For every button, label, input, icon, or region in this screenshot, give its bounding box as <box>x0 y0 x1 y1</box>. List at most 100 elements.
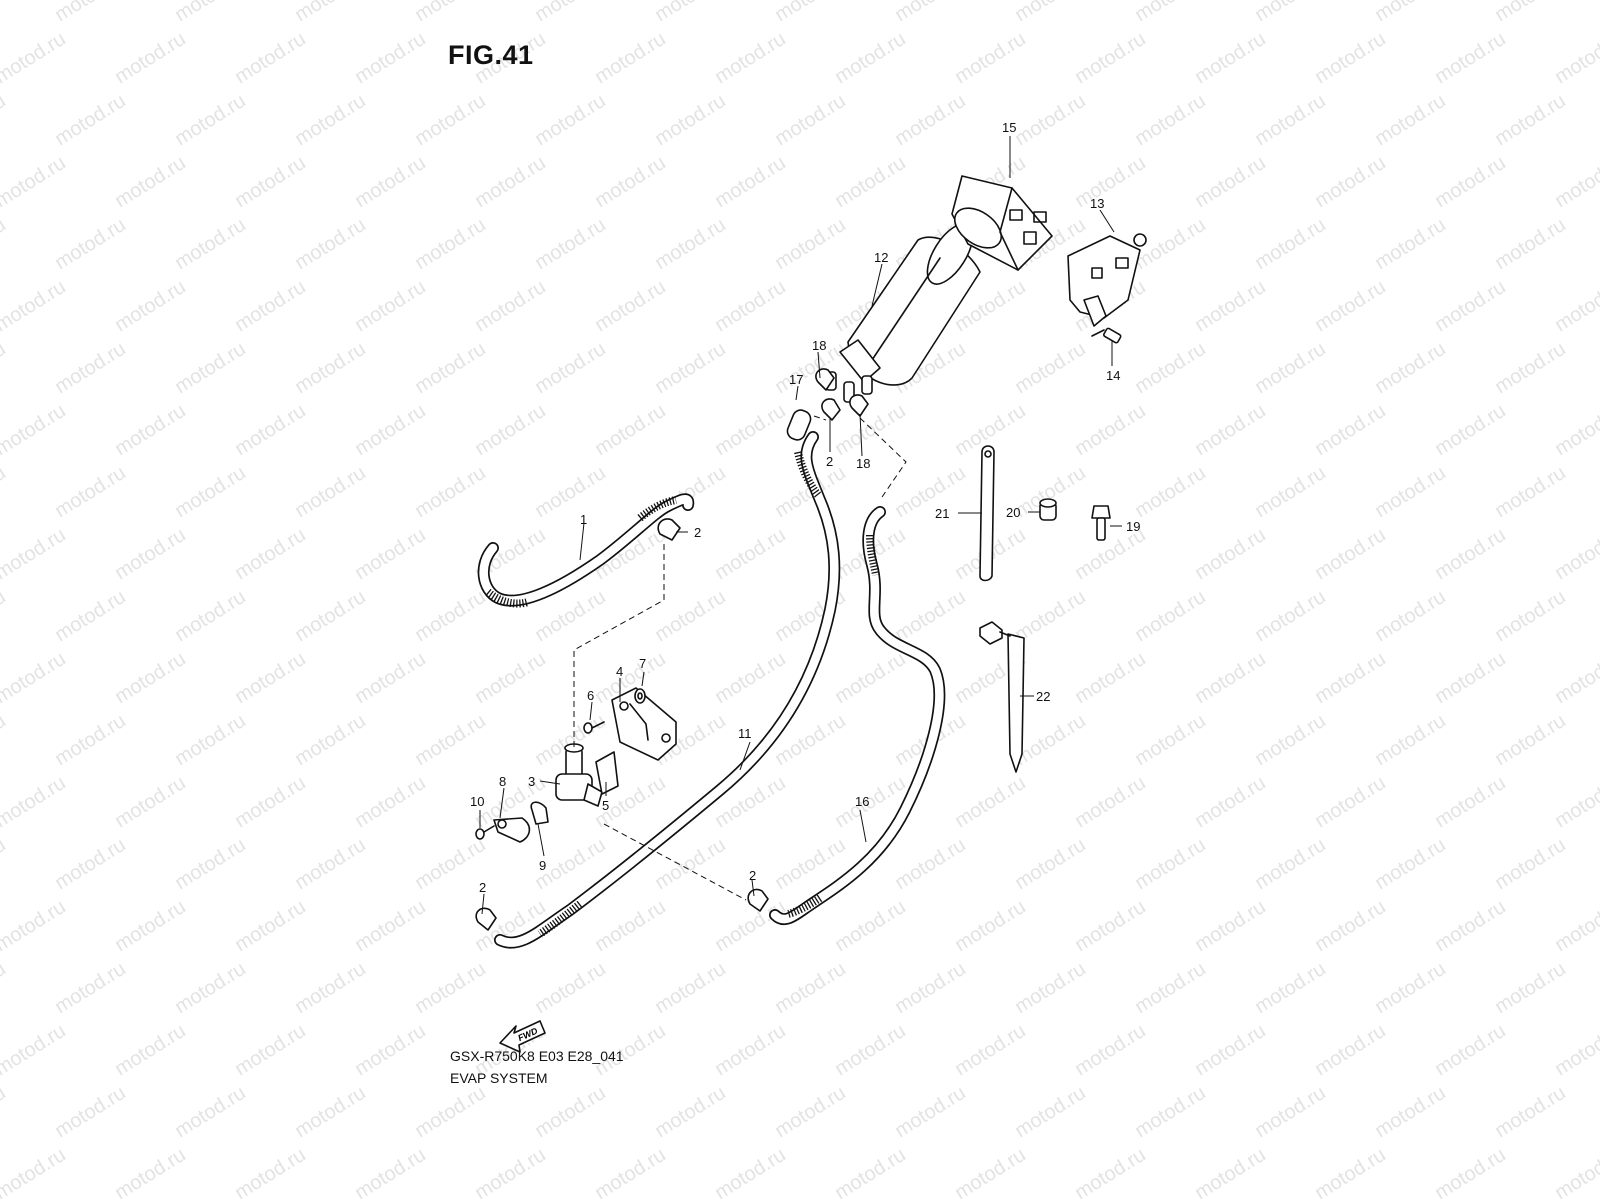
watermark-text: motod.ru <box>1131 834 1210 894</box>
watermark-text: motod.ru <box>1431 648 1510 708</box>
watermark-text: motod.ru <box>351 400 430 460</box>
watermark-text: motod.ru <box>1551 772 1600 832</box>
watermark-text: motod.ru <box>1011 338 1090 398</box>
watermark-text: motod.ru <box>1311 28 1390 88</box>
watermark-text: motod.ru <box>1311 1020 1390 1080</box>
clamp-part-2-lower-middle[interactable] <box>747 888 769 912</box>
watermark-text: motod.ru <box>471 648 550 708</box>
watermark-text: motod.ru <box>51 462 130 522</box>
bolt-part-19[interactable] <box>1091 505 1111 541</box>
watermark-text: motod.ru <box>1011 0 1090 26</box>
clamp-part-2-upper-left[interactable] <box>657 518 681 541</box>
watermark-text: motod.ru <box>51 958 130 1018</box>
watermark-text: motod.ru <box>51 710 130 770</box>
cover-part-15[interactable] <box>948 175 1053 271</box>
watermark-text: motod.ru <box>51 0 130 26</box>
watermark-text: motod.ru <box>1131 710 1210 770</box>
watermark-text: motod.ru <box>471 276 550 336</box>
callout-12: 12 <box>874 250 888 265</box>
watermark-text: motod.ru <box>1251 214 1330 274</box>
watermark-text: motod.ru <box>951 896 1030 956</box>
watermark-text: motod.ru <box>411 710 490 770</box>
watermark-text: motod.ru <box>411 834 490 894</box>
watermark-text: motod.ru <box>831 648 910 708</box>
watermark-text: motod.ru <box>351 648 430 708</box>
watermark-text: motod.ru <box>711 1144 790 1200</box>
callout-10: 10 <box>470 794 484 809</box>
clamp-part-18-upper[interactable] <box>815 368 835 391</box>
screw-part-10[interactable] <box>475 825 495 840</box>
bracket-part-5[interactable] <box>595 751 619 795</box>
watermark-text: motod.ru <box>771 214 850 274</box>
watermark-text: motod.ru <box>711 524 790 584</box>
watermark-text: motod.ru <box>831 896 910 956</box>
bolt-part-14[interactable] <box>1091 327 1122 344</box>
callout-13: 13 <box>1090 196 1104 211</box>
bracket-part-13[interactable] <box>1067 233 1147 327</box>
clamp-part-18-lower[interactable] <box>849 394 869 417</box>
hose-part-11[interactable] <box>494 431 841 949</box>
watermark-text: motod.ru <box>0 462 10 522</box>
callout-18-lower: 18 <box>856 456 870 471</box>
watermark-text: motod.ru <box>1251 586 1330 646</box>
watermark-text: motod.ru <box>831 1020 910 1080</box>
watermark-text: motod.ru <box>951 1144 1030 1200</box>
watermark-text: motod.ru <box>771 1082 850 1142</box>
screw-part-6[interactable] <box>583 721 605 734</box>
watermark-text: motod.ru <box>291 90 370 150</box>
watermark-text: motod.ru <box>0 338 10 398</box>
watermark-text: motod.ru <box>1251 90 1330 150</box>
model-code: GSX-R750K8 E03 E28_041 <box>450 1048 624 1064</box>
watermark-text: motod.ru <box>1131 462 1210 522</box>
clip-part-9[interactable] <box>530 801 549 825</box>
leader-lines <box>479 136 1122 915</box>
valve-part-3[interactable] <box>555 743 603 807</box>
watermark-text: motod.ru <box>51 214 130 274</box>
band-part-21[interactable] <box>979 445 995 582</box>
watermark-text: motod.ru <box>531 1082 610 1142</box>
watermark-text: motod.ru <box>1431 276 1510 336</box>
callout-4: 4 <box>616 664 623 679</box>
watermark-text: motod.ru <box>0 152 70 212</box>
watermark-text: motod.ru <box>1191 1020 1270 1080</box>
watermark-text: motod.ru <box>711 28 790 88</box>
clamp-part-2-canister[interactable] <box>821 398 841 421</box>
watermark-text: motod.ru <box>51 586 130 646</box>
watermark-text: motod.ru <box>1371 0 1450 26</box>
tie-part-22[interactable] <box>979 621 1025 773</box>
bracket-part-4[interactable] <box>611 687 677 761</box>
clamp-part-8[interactable] <box>493 817 531 843</box>
watermark-text: motod.ru <box>351 896 430 956</box>
watermark-text: motod.ru <box>1131 214 1210 274</box>
watermark-text: motod.ru <box>1191 276 1270 336</box>
watermark-text: motod.ru <box>1191 1144 1270 1200</box>
cap-part-20[interactable] <box>1039 498 1057 521</box>
watermark-text: motod.ru <box>1371 958 1450 1018</box>
watermark-text: motod.ru <box>1551 1144 1600 1200</box>
watermark-text: motod.ru <box>711 276 790 336</box>
watermark-text: motod.ru <box>891 834 970 894</box>
watermark-text: motod.ru <box>651 90 730 150</box>
watermark-text: motod.ru <box>0 1144 70 1200</box>
watermark-text: motod.ru <box>1191 400 1270 460</box>
watermark-text: motod.ru <box>0 648 70 708</box>
watermark-text: motod.ru <box>111 276 190 336</box>
watermark-text: motod.ru <box>411 338 490 398</box>
watermark-text: motod.ru <box>1371 90 1450 150</box>
watermark-text: motod.ru <box>411 1082 490 1142</box>
watermark-text: motod.ru <box>171 338 250 398</box>
hose-part-17[interactable] <box>785 408 813 443</box>
watermark-text: motod.ru <box>0 1020 70 1080</box>
watermark-text: motod.ru <box>0 524 70 584</box>
hose-part-16[interactable] <box>769 506 946 926</box>
watermark-text: motod.ru <box>351 1020 430 1080</box>
watermark-text: motod.ru <box>291 958 370 1018</box>
watermark-text: motod.ru <box>1251 958 1330 1018</box>
watermark-text: motod.ru <box>1311 400 1390 460</box>
washer-part-7[interactable] <box>634 688 646 704</box>
watermark-text: motod.ru <box>1191 772 1270 832</box>
watermark-text: motod.ru <box>711 648 790 708</box>
callout-7: 7 <box>639 656 646 671</box>
hose-part-1[interactable] <box>477 493 695 608</box>
